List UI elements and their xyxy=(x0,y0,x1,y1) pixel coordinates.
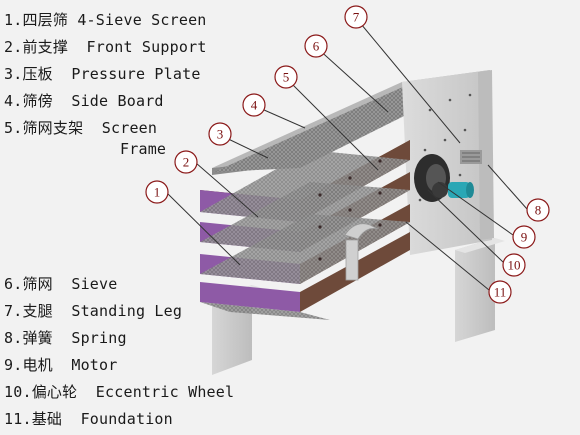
callout-2: 2 xyxy=(174,150,198,174)
legend-item: 8.弹簧 Spring xyxy=(4,329,127,347)
callout-3: 3 xyxy=(208,122,232,146)
legend-item: 3.压板 Pressure Plate xyxy=(4,65,201,83)
leader-11 xyxy=(405,221,490,291)
leader-5 xyxy=(285,77,379,171)
legend-item: 4.筛傍 Side Board xyxy=(4,92,164,110)
callout-8: 8 xyxy=(526,198,550,222)
svg-text:6: 6 xyxy=(313,39,320,54)
svg-text:9: 9 xyxy=(521,230,528,245)
legend-item: 9.电机 Motor xyxy=(4,356,118,374)
svg-text:7: 7 xyxy=(353,10,360,25)
legend-item: 1.四层筛 4-Sieve Screen xyxy=(4,11,207,29)
callout-6: 6 xyxy=(304,34,328,58)
leader-2 xyxy=(195,162,259,218)
legend-item: 10.偏心轮 Eccentric Wheel xyxy=(4,383,235,401)
leader-8 xyxy=(487,164,528,210)
legend-top: 1.四层筛 4-Sieve Screen 2.前支撑 Front Support… xyxy=(4,7,207,163)
svg-text:5: 5 xyxy=(283,70,290,85)
legend-item: 11.基础 Foundation xyxy=(4,410,173,428)
svg-text:3: 3 xyxy=(217,127,224,142)
callout-11: 11 xyxy=(488,280,512,304)
end-plate xyxy=(402,70,494,255)
callouts: 1 2 3 4 5 6 7 8 9 10 11 xyxy=(145,5,550,304)
legend-item: 6.筛网 Sieve xyxy=(4,275,118,293)
legend-item: 2.前支撑 Front Support xyxy=(4,38,207,56)
leader-10 xyxy=(427,189,504,263)
legend-bottom: 6.筛网 Sieve 7.支腿 Standing Leg 8.弹簧 Spring… xyxy=(4,271,234,433)
motor xyxy=(432,182,474,198)
callout-9: 9 xyxy=(512,225,536,249)
leader-7 xyxy=(355,17,461,144)
leader-9 xyxy=(437,181,514,236)
svg-text:8: 8 xyxy=(535,203,542,218)
legend-item: 7.支腿 Standing Leg xyxy=(4,302,183,320)
callout-5: 5 xyxy=(274,65,298,89)
leader-1 xyxy=(166,192,241,266)
callout-4: 4 xyxy=(242,93,266,117)
legend-item: 5.筛网支架 Screen xyxy=(4,119,158,137)
leader-6 xyxy=(315,46,389,113)
legend-item-continuation: Frame xyxy=(120,140,167,158)
leader-lines xyxy=(166,17,528,291)
spring xyxy=(460,150,482,164)
callout-1: 1 xyxy=(145,180,169,204)
svg-text:2: 2 xyxy=(183,155,190,170)
svg-text:10: 10 xyxy=(508,258,521,273)
svg-text:11: 11 xyxy=(494,285,507,300)
svg-text:1: 1 xyxy=(154,185,161,200)
callout-10: 10 xyxy=(502,253,526,277)
discharge-chute xyxy=(344,223,379,281)
callout-7: 7 xyxy=(344,5,368,29)
svg-text:4: 4 xyxy=(251,98,258,113)
